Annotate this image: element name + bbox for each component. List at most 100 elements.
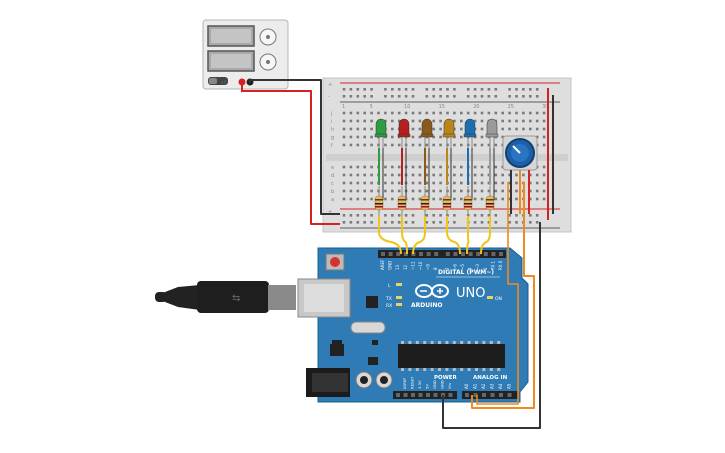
power-pin-label: 3.3V	[417, 380, 422, 389]
led-4[interactable]	[442, 118, 456, 216]
analog-pin-label: A2	[481, 383, 486, 389]
on-led	[487, 296, 493, 299]
digital-pin-label: 8	[433, 267, 438, 270]
resistor-5[interactable]	[463, 186, 473, 216]
led-2[interactable]	[397, 118, 411, 216]
analog-pin-label: A3	[490, 383, 495, 389]
bb-bottom-plus: +	[328, 209, 332, 215]
column-number: 20	[473, 104, 479, 110]
wires[interactable]	[241, 79, 554, 429]
digital-pin-label: 7	[445, 267, 450, 270]
analog-pin-label: A1	[473, 383, 478, 389]
digital-pin-label: TX 1	[490, 261, 495, 271]
bb-top-plus: +	[328, 82, 332, 88]
on-label: ON	[495, 296, 502, 302]
wire-led-2[interactable]	[401, 216, 408, 255]
row-letter: e	[331, 165, 334, 171]
usb-cable[interactable]: ⇆	[155, 281, 296, 313]
wire-a0-pot[interactable]	[471, 182, 535, 409]
column-number: 30	[542, 104, 548, 110]
analog-pin-label: A5	[507, 383, 512, 389]
digital-pin-label: AREF	[380, 259, 385, 270]
wire-psu-positive[interactable]	[241, 82, 340, 225]
wire-pot-5v[interactable]	[476, 182, 519, 405]
usb-chip	[366, 296, 378, 308]
led-5[interactable]	[463, 118, 477, 216]
led-3[interactable]	[420, 118, 434, 216]
digital-pin-label: ~6	[452, 264, 457, 270]
atmega-chip	[398, 344, 505, 368]
power-pin-label: 5V	[425, 384, 430, 389]
digital-pin-label: RX 0	[498, 260, 503, 270]
digital-pin-label: 13	[395, 264, 400, 270]
digital-pin-label: 4	[468, 267, 473, 270]
row-letter: c	[331, 181, 334, 187]
digital-pin-label: ~10	[418, 261, 423, 270]
digital-header[interactable]	[378, 250, 506, 258]
power-pin-label: RESET	[410, 376, 415, 389]
row-letter: i	[331, 119, 332, 125]
digital-pin-label: ~11	[410, 261, 415, 270]
digital-pin-label: ~5	[460, 264, 465, 270]
crystal	[350, 321, 386, 334]
regulator	[330, 344, 344, 356]
l-led	[396, 283, 402, 286]
column-number: 10	[404, 104, 410, 110]
digital-pin-label: 2	[483, 267, 488, 270]
row-letter: g	[331, 135, 334, 141]
column-number: 25	[508, 104, 514, 110]
led-6[interactable]	[485, 118, 499, 216]
row-letter: h	[331, 127, 334, 133]
usb-icon: ⇆	[232, 293, 240, 304]
tx-led	[396, 296, 402, 299]
digital-pin-label: ~3	[475, 264, 480, 270]
wire-gnd-board[interactable]	[442, 222, 541, 429]
brand-label: ARDUINO	[411, 302, 442, 309]
bb-top-minus: -	[328, 94, 330, 100]
row-letter: b	[331, 189, 334, 195]
wire-led-1[interactable]	[378, 216, 402, 255]
wire-psu-negative[interactable]	[249, 79, 340, 215]
row-letter: a	[331, 197, 334, 203]
resistor-1[interactable]	[374, 186, 384, 216]
resistor-6[interactable]	[485, 186, 495, 216]
digital-pin-label: GND	[388, 261, 393, 270]
power-label: POWER	[434, 375, 458, 381]
analog-pin-label: A4	[498, 383, 503, 389]
model-label: UNO	[456, 286, 485, 301]
power-pin-label: Vin	[447, 382, 452, 389]
resistor-4[interactable]	[442, 186, 452, 216]
rx-label: RX	[386, 303, 392, 309]
analog-label: ANALOG IN	[473, 375, 508, 381]
resistor-3[interactable]	[420, 186, 430, 216]
analog-header[interactable]	[462, 391, 518, 399]
resistor-2[interactable]	[397, 186, 407, 216]
column-number: 15	[439, 104, 445, 110]
power-supply[interactable]: off + -	[202, 19, 289, 94]
digital-label: DIGITAL (PWM~)	[438, 269, 494, 276]
row-letter: f	[331, 143, 333, 149]
power-pin-label: GND	[432, 380, 437, 389]
power-pin-label: IOREF	[402, 378, 407, 389]
row-letter: j	[330, 111, 332, 117]
arduino-logo	[415, 284, 449, 298]
wire-led-6[interactable]	[480, 216, 491, 255]
wire-led-3[interactable]	[412, 216, 426, 255]
column-number: 1	[342, 104, 345, 110]
leds[interactable]	[374, 118, 499, 255]
wire-led-4[interactable]	[446, 216, 461, 255]
column-number: 5	[370, 104, 373, 110]
row-letter: d	[331, 173, 334, 179]
led-1[interactable]	[374, 118, 388, 216]
digital-pin-label: 12	[403, 264, 408, 270]
analog-pin-label: A0	[464, 383, 469, 389]
l-label: L	[388, 283, 391, 289]
power-header[interactable]	[393, 391, 457, 399]
wire-led-5[interactable]	[466, 216, 470, 255]
potentiometer[interactable]	[502, 135, 538, 214]
